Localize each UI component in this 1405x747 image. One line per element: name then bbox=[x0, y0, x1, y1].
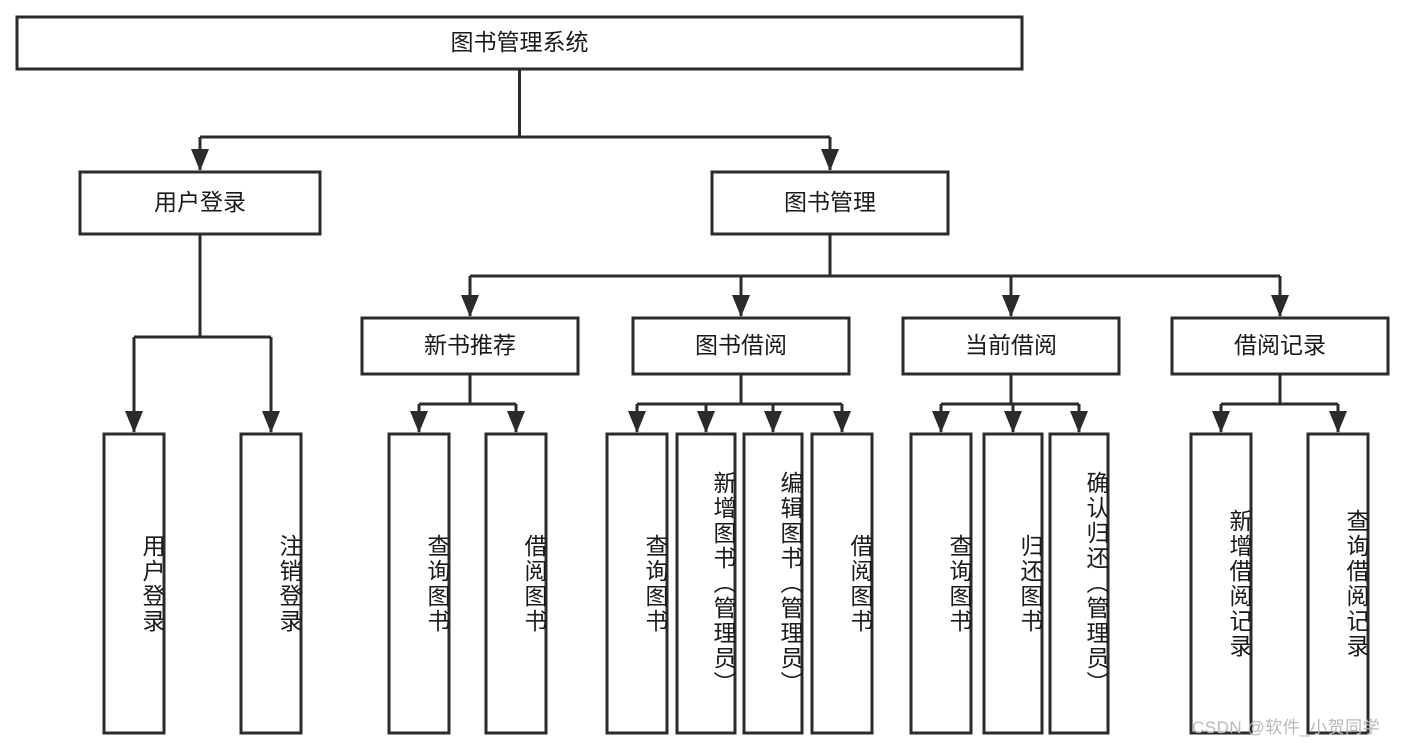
node-label-book-borrow: 图书借阅 bbox=[695, 332, 787, 358]
node-box-leaf-borrow-book-1[interactable] bbox=[484, 432, 548, 735]
arrow-head-icon bbox=[461, 295, 479, 317]
node-label-book-manage: 图书管理 bbox=[784, 189, 876, 215]
arrow-head-icon bbox=[628, 411, 646, 433]
node-label-borrow-record: 借阅记录 bbox=[1234, 332, 1326, 358]
node-box-current-borrow[interactable] bbox=[901, 316, 1121, 376]
arrow-head-icon bbox=[1004, 411, 1022, 433]
node-box-leaf-confirm-return[interactable] bbox=[1048, 432, 1110, 735]
arrow-head-icon bbox=[833, 411, 851, 433]
node-box-leaf-return-book[interactable] bbox=[982, 432, 1044, 735]
node-box-user-login[interactable] bbox=[78, 170, 322, 236]
node-box-borrow-record[interactable] bbox=[1170, 316, 1390, 376]
node-box-leaf-logout[interactable] bbox=[239, 432, 303, 735]
arrow-head-icon bbox=[932, 411, 950, 433]
boxes-layer bbox=[15, 15, 1390, 735]
node-box-leaf-edit-book[interactable] bbox=[742, 432, 804, 735]
arrow-head-icon bbox=[821, 149, 839, 171]
node-box-leaf-user-login[interactable] bbox=[102, 432, 166, 735]
edges-layer bbox=[125, 69, 1347, 433]
csdn-watermark: CSDN @软件_小贺同学 bbox=[1192, 718, 1381, 737]
arrow-head-icon bbox=[732, 295, 750, 317]
node-label-current-borrow: 当前借阅 bbox=[965, 332, 1057, 358]
arrow-head-icon bbox=[1212, 411, 1230, 433]
node-box-book-manage[interactable] bbox=[710, 170, 950, 236]
node-label-root: 图书管理系统 bbox=[451, 29, 589, 55]
arrow-head-icon bbox=[1070, 411, 1088, 433]
arrow-head-icon bbox=[697, 411, 715, 433]
node-box-leaf-borrow-book-2[interactable] bbox=[810, 432, 874, 735]
arrow-head-icon bbox=[1329, 411, 1347, 433]
node-box-leaf-query-book-3[interactable] bbox=[909, 432, 973, 735]
node-box-leaf-add-record[interactable] bbox=[1189, 432, 1253, 735]
node-box-leaf-query-record[interactable] bbox=[1306, 432, 1370, 735]
arrow-head-icon bbox=[125, 411, 143, 433]
arrow-head-icon bbox=[410, 411, 428, 433]
node-box-root[interactable] bbox=[15, 15, 1024, 71]
node-box-new-book-rec[interactable] bbox=[360, 316, 580, 376]
arrow-head-icon bbox=[764, 411, 782, 433]
node-label-user-login: 用户登录 bbox=[154, 189, 246, 215]
arrow-head-icon bbox=[507, 411, 525, 433]
arrow-head-icon bbox=[1002, 295, 1020, 317]
node-box-book-borrow[interactable] bbox=[631, 316, 851, 376]
arrow-head-icon bbox=[262, 411, 280, 433]
arrow-head-icon bbox=[191, 149, 209, 171]
node-label-new-book-rec: 新书推荐 bbox=[424, 332, 516, 358]
node-box-leaf-query-book-1[interactable] bbox=[387, 432, 451, 735]
node-box-leaf-add-book[interactable] bbox=[675, 432, 737, 735]
node-box-leaf-query-book-2[interactable] bbox=[605, 432, 669, 735]
arrow-head-icon bbox=[1271, 295, 1289, 317]
